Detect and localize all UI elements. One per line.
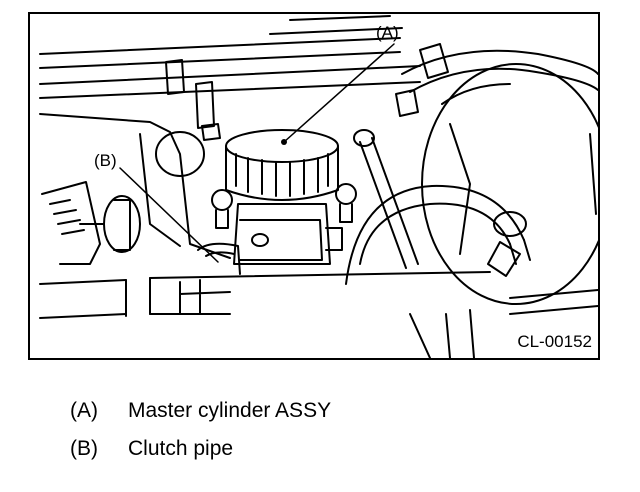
callout-label-a: (A) (376, 23, 399, 42)
diagram-frame: (A) (B) CL-00152 (28, 12, 600, 360)
engine-bay-illustration (39, 15, 598, 358)
legend-row-a: (A) Master cylinder ASSY (70, 392, 331, 430)
legend-key: (B) (70, 437, 98, 460)
callout-label-b: (B) (94, 151, 117, 170)
legend-key: (A) (70, 399, 98, 422)
legend-text: Clutch pipe (128, 437, 234, 460)
legend-row-b: (B) Clutch pipe (70, 430, 331, 468)
legend: (A) Master cylinder ASSY (B) Clutch pipe (70, 392, 331, 468)
legend-text: Master cylinder ASSY (128, 399, 332, 422)
figure-id: CL-00152 (517, 332, 592, 351)
